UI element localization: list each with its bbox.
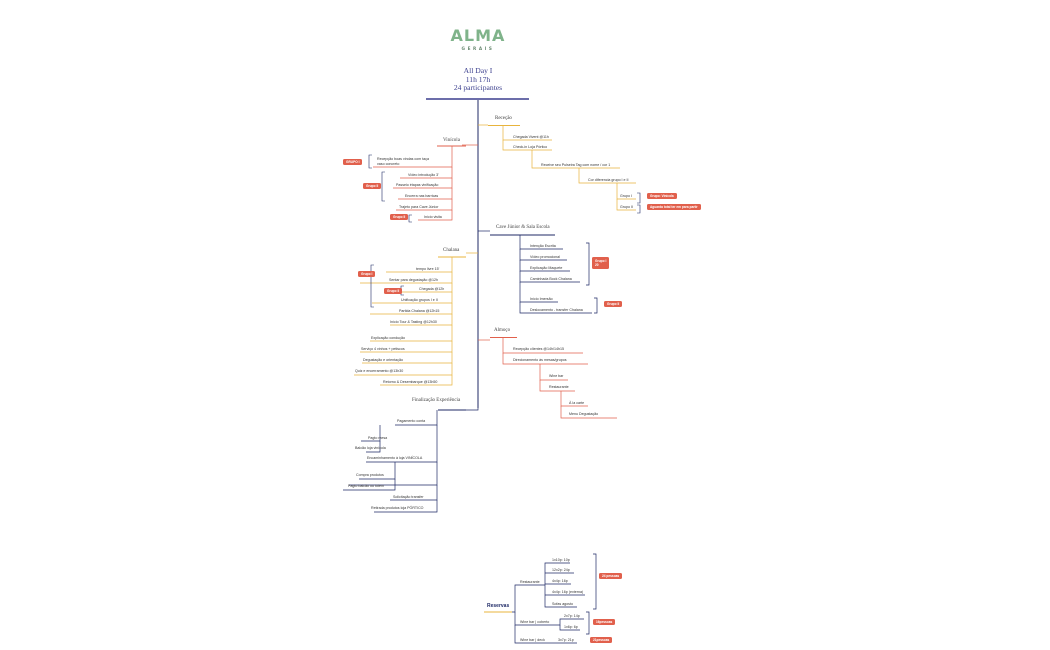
capacity-badge: 21pessoas	[590, 637, 613, 644]
group-badge: Grupo I	[358, 271, 376, 278]
reserva-item: Restaurante	[520, 580, 540, 584]
reserva-item: 12x2p: 24p	[552, 568, 570, 572]
caves-item: Explicação Maquete	[530, 266, 563, 270]
final-item: Pagto mesa	[368, 436, 388, 440]
final-item: Solicitação transfer	[393, 495, 424, 499]
vinicola-item: Encerra nas barricas	[405, 194, 439, 198]
event-title: All Day I 11h 17h 24 participantes	[430, 66, 526, 93]
final-item: Encaminhamento à loja VINÍCOLA	[367, 456, 423, 460]
chalana-item: Degustação e orientação	[363, 358, 403, 362]
logo-subtitle: GERAIS	[461, 46, 495, 51]
rececao-item: Chegada Vivent @11h	[513, 135, 549, 139]
vinicola-item: Vídeo introdução 3'	[408, 173, 439, 177]
chalana-item: Serviço 4 vinhos + petiscos	[361, 347, 405, 351]
almoco-item: Direcionamento às mesas/grupos	[513, 358, 567, 362]
group-badge: GRUPO I	[343, 159, 363, 166]
almoco-item: Restaurante	[549, 385, 569, 389]
final-item: Pagto balcão ou totem	[348, 484, 384, 488]
final-item: Balcão loja vinícola	[355, 446, 386, 450]
group-badge: Grupo II	[363, 183, 382, 190]
section-vinicola: Vinícola	[443, 138, 460, 143]
chalana-item: Retorno & Desembarque @13h50	[383, 380, 438, 384]
almoco-item: Recepção clientes @14h/14h15	[513, 347, 565, 351]
group-badge: Grupo I 20	[592, 257, 610, 269]
almoco-item: Menu Degustação	[569, 412, 599, 416]
vinicola-item: Trajeto para Cave Júnior	[399, 205, 439, 209]
vinicola-item: Passeio étapas vinificação	[396, 183, 439, 187]
caves-item: Caminhada Bock Chalana	[530, 277, 572, 281]
reserva-item: 4x4p: 16p (externa)	[552, 590, 584, 594]
chalana-item: Partida Chalana @12h15	[399, 309, 440, 313]
reserva-item: 1x10p: 10p	[552, 558, 570, 562]
group-badge: Grupo: Vinícola	[647, 193, 677, 200]
reserva-item: 3x7p: 21p	[558, 638, 574, 642]
chalana-item: Sentar para degustação @12h	[389, 278, 439, 282]
final-item: Pagamento conta	[397, 419, 426, 423]
chalana-item: Unificação grupos I e II	[401, 298, 438, 302]
chalana-item: Quiz e encerramento @13h30	[355, 369, 404, 373]
reserva-item: 1x6p: 6p	[564, 625, 578, 629]
vinicola-item: Início visita	[424, 215, 442, 219]
section-rececao: Receção	[495, 116, 512, 121]
final-item: Compra produtos	[356, 473, 384, 477]
reserva-item: 4x4p: 16p	[552, 579, 568, 583]
chalana-item: Início Tour & Tasting @12h30	[390, 320, 437, 324]
caves-item: Deslocamento - transfer Chalana	[530, 308, 583, 312]
rececao-item: Check-in Loja Pórtico	[513, 145, 548, 149]
section-caves: Cave Júnior & Sala Escola	[496, 225, 550, 230]
section-finalizacao: Finalização Experiência	[412, 398, 461, 403]
almoco-item: Wine bar	[549, 374, 564, 378]
event-time: 11h 17h	[465, 74, 491, 84]
reservas-root: Reservas	[487, 603, 510, 609]
vinicola-item: Recepção boas vindas com taça vaso concr…	[377, 157, 429, 166]
reserva-item: Sofas agosto	[552, 602, 573, 606]
group-badge: Grupo II	[604, 301, 623, 308]
group-badge: Grupo II	[384, 288, 403, 295]
group-badge: Aguarda total ter em para partir	[647, 204, 701, 211]
chalana-item: tempo livre 15'	[416, 267, 440, 271]
capacity-badge: 24 pessoas	[599, 573, 623, 580]
group-badge: Grupo II	[390, 214, 409, 221]
chalana-item: Chegada @12h	[419, 287, 445, 291]
rececao-item: Grupo I	[620, 194, 632, 198]
capacity-badge: 16pessoas	[593, 619, 616, 626]
reserva-item: Wine bar | deck	[520, 638, 545, 642]
rececao-item: Receive seu Pulseira Tag com nome / cor …	[541, 163, 611, 167]
reserva-item: 2x7p: 14p	[564, 614, 580, 618]
chalana-item: Explicação condução	[371, 336, 405, 340]
almoco-item: À la carte	[569, 401, 585, 405]
brand-logo: ALMA GERAIS	[450, 26, 506, 52]
final-item: Retirada produtos loja PÓRTICO	[371, 506, 424, 510]
section-chalana: Chalana	[443, 248, 460, 253]
logo-wordmark: ALMA	[450, 26, 506, 45]
caves-item: Início Imersão	[530, 297, 553, 301]
event-title-line: All Day I	[463, 66, 493, 75]
rececao-item: Grupo II	[620, 205, 633, 209]
caves-item: Intenção Escrita	[530, 244, 556, 248]
caves-item: Vídeo promocional	[530, 255, 560, 259]
rececao-item: Cor diferencia grupo I e II	[588, 178, 629, 182]
section-almoco: Almoço	[494, 328, 511, 333]
reserva-item: Wine bar | coberto	[520, 620, 550, 624]
event-participants: 24 participantes	[453, 83, 503, 93]
